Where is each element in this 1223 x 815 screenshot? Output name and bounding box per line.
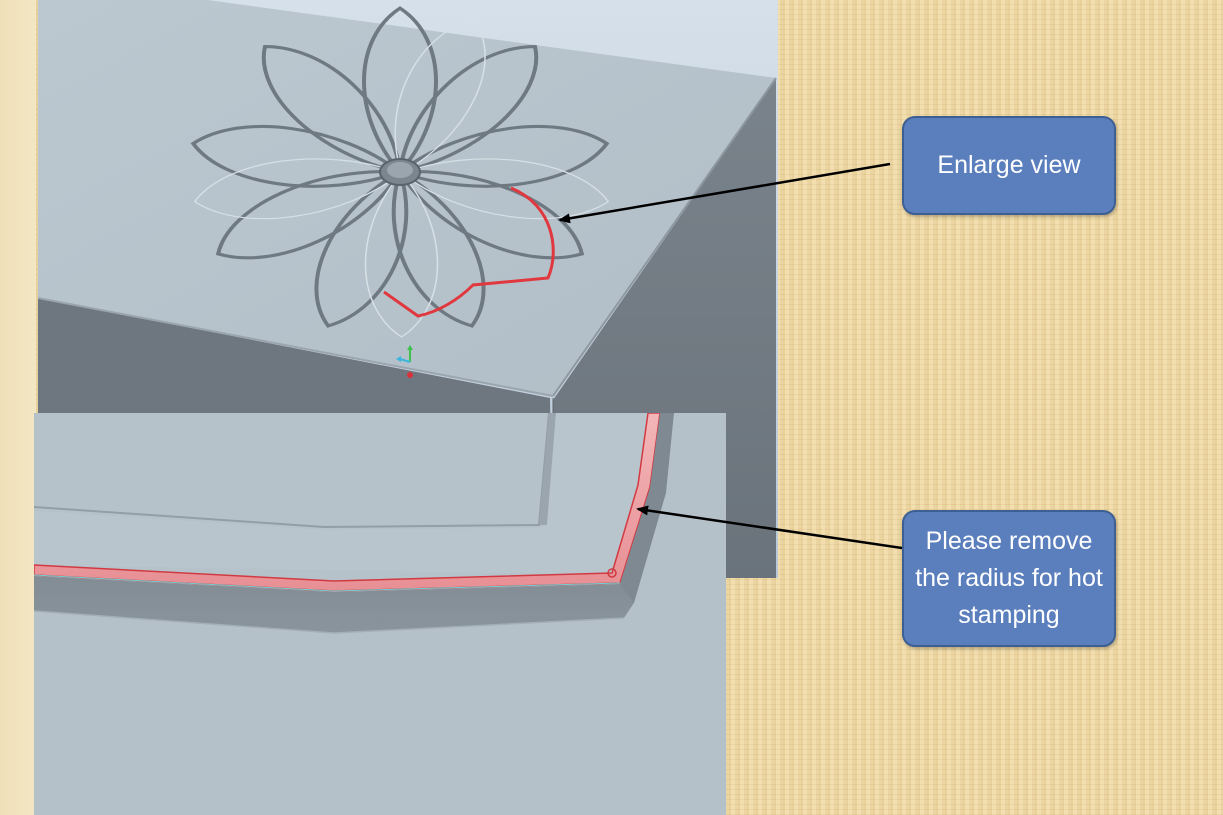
highlighted-edge: [383, 186, 555, 318]
cad-zoom-view: [34, 413, 726, 815]
callout-remove-text: Please remove the radius for hot stampin…: [915, 527, 1103, 629]
coordinate-triad-icon: [396, 345, 413, 378]
callout-enlarge-view: Enlarge view: [902, 116, 1116, 215]
callout-remove-radius: Please remove the radius for hot stampin…: [902, 510, 1116, 647]
flower-emboss-pattern: [190, 6, 610, 338]
arrow-enlarge: [558, 162, 891, 224]
arrow-remove-radius: [636, 505, 903, 550]
callout-enlarge-text: Enlarge view: [937, 151, 1081, 179]
slide-margin: [0, 0, 36, 815]
